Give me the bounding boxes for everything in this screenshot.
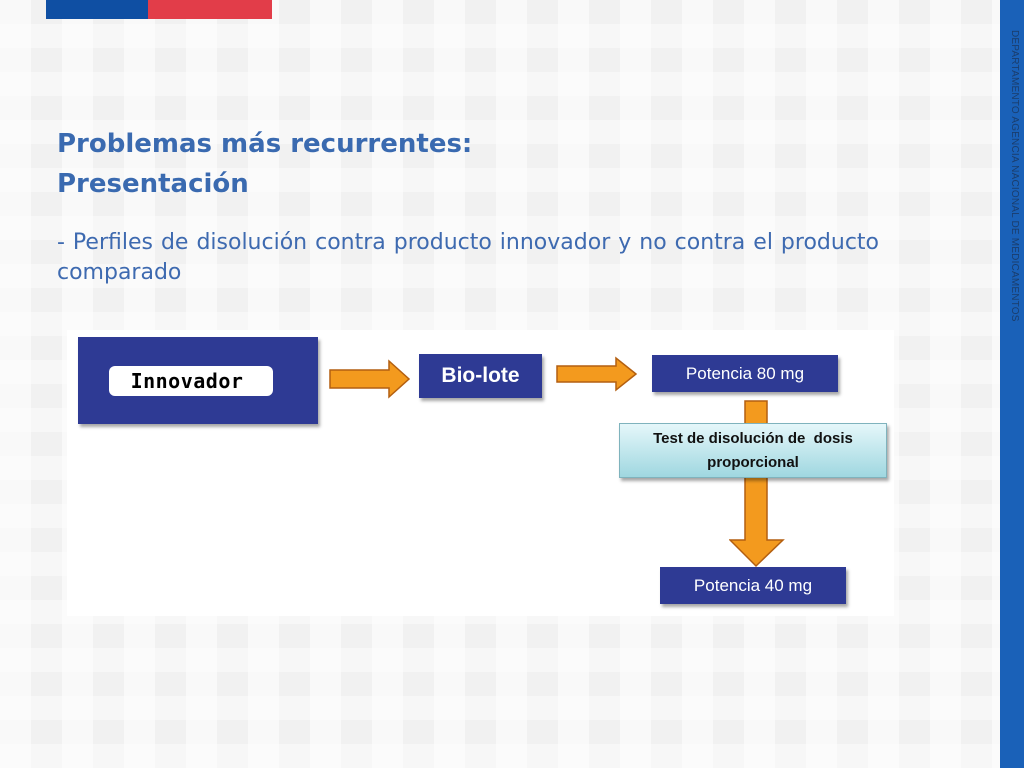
potencia-80-box: Potencia 80 mg xyxy=(652,355,838,392)
test-line-1: Test de disolución de dosis xyxy=(653,430,853,447)
innovador-label: Innovador xyxy=(108,365,274,396)
arrow-right-icon xyxy=(329,359,411,399)
test-line-2: proporcional xyxy=(707,454,799,471)
side-label: DEPARTAMENTO AGENCIA NACIONAL DE MEDICAM… xyxy=(1009,30,1020,322)
biolote-box: Bio-lote xyxy=(419,354,542,398)
slide-title: Problemas más recurrentes: Presentación xyxy=(57,124,877,204)
title-line-1: Problemas más recurrentes: xyxy=(57,129,473,159)
innovador-box: Innovador xyxy=(78,337,318,424)
potencia-40-box: Potencia 40 mg xyxy=(660,567,846,604)
bullet-text: - Perfiles de disolución contra producto… xyxy=(57,230,879,285)
test-disolucion-box: Test de disolución de dosis proporcional xyxy=(619,423,887,478)
side-bar xyxy=(1000,0,1024,768)
flow-diagram: Innovador Bio-lote Potencia 80 mg Test d… xyxy=(67,330,894,616)
flag-blue-stripe xyxy=(46,0,148,19)
title-line-2: Presentación xyxy=(57,169,249,199)
arrow-right-icon xyxy=(556,356,638,392)
flag-red-stripe xyxy=(148,0,272,19)
